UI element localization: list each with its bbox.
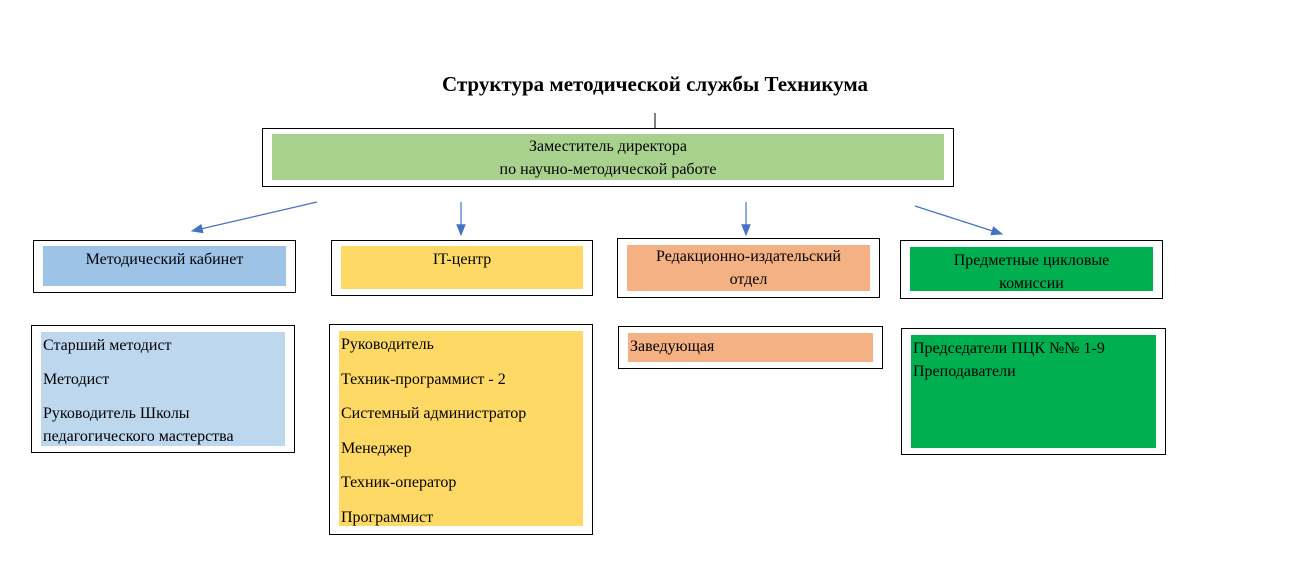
staff-item: Председатели ПЦК №№ 1-9 — [913, 340, 1105, 357]
staff-it-box: Руководитель Техник-программист - 2 Сист… — [329, 324, 593, 535]
staff-item: Менеджер — [341, 439, 412, 457]
staff-item: Руководитель Школы — [43, 405, 190, 422]
department-editorial-label-line1: Редакционно-издательский — [656, 248, 841, 265]
staff-item: Техник-программист - 2 — [341, 370, 506, 388]
department-methodical-box: Методический кабинет — [33, 240, 296, 293]
department-editorial-fill: Редакционно-издательский отдел — [627, 245, 870, 291]
department-methodical-label: Методический кабинет — [85, 251, 244, 268]
staff-item: Руководитель — [341, 336, 434, 353]
staff-item: педагогического мастерства — [43, 428, 234, 445]
staff-item: Техник-оператор — [341, 474, 457, 491]
staff-methodical-fill: Старший методист Методист Руководитель Ш… — [41, 332, 285, 446]
staff-editorial-box: Заведующая — [618, 326, 883, 369]
department-it-label: IT-центр — [432, 251, 492, 268]
department-it-fill: IT-центр — [341, 246, 583, 289]
department-committees-label-line2: комиссии — [999, 275, 1064, 292]
department-committees-label-line1: Предметные цикловые — [953, 252, 1110, 269]
page-title: Структура методической службы Техникума — [441, 72, 869, 96]
department-committees-fill: Предметные цикловые комиссии — [910, 247, 1153, 292]
staff-committees-box: Председатели ПЦК №№ 1-9 Преподаватели — [901, 328, 1166, 455]
staff-item: Методист — [43, 371, 110, 388]
arrow-to-methodical — [190, 201, 318, 234]
staff-item: Заведующая — [630, 338, 715, 355]
department-methodical-fill: Методический кабинет — [43, 246, 286, 286]
staff-item: Программист — [341, 508, 434, 526]
arrow-to-committees — [914, 205, 1004, 236]
staff-committees-fill: Председатели ПЦК №№ 1-9 Преподаватели — [911, 335, 1156, 448]
director-fill: Заместитель директора по научно-методиче… — [272, 134, 944, 180]
department-committees-box: Предметные цикловые комиссии — [900, 240, 1163, 299]
department-editorial-box: Редакционно-издательский отдел — [617, 238, 880, 298]
director-box: Заместитель директора по научно-методиче… — [262, 128, 954, 187]
staff-it-fill: Руководитель Техник-программист - 2 Сист… — [339, 331, 583, 526]
staff-editorial-fill: Заведующая — [628, 333, 873, 362]
director-title-line2: по научно-методической работе — [499, 161, 717, 178]
staff-item: Системный администратор — [341, 405, 527, 422]
staff-methodical-box: Старший методист Методист Руководитель Ш… — [31, 325, 295, 453]
director-title-line1: Заместитель директора — [528, 138, 688, 155]
department-it-box: IT-центр — [331, 240, 593, 296]
department-editorial-label-line2: отдел — [729, 271, 768, 288]
staff-item: Старший методист — [43, 337, 172, 354]
staff-item: Преподаватели — [913, 363, 1016, 380]
